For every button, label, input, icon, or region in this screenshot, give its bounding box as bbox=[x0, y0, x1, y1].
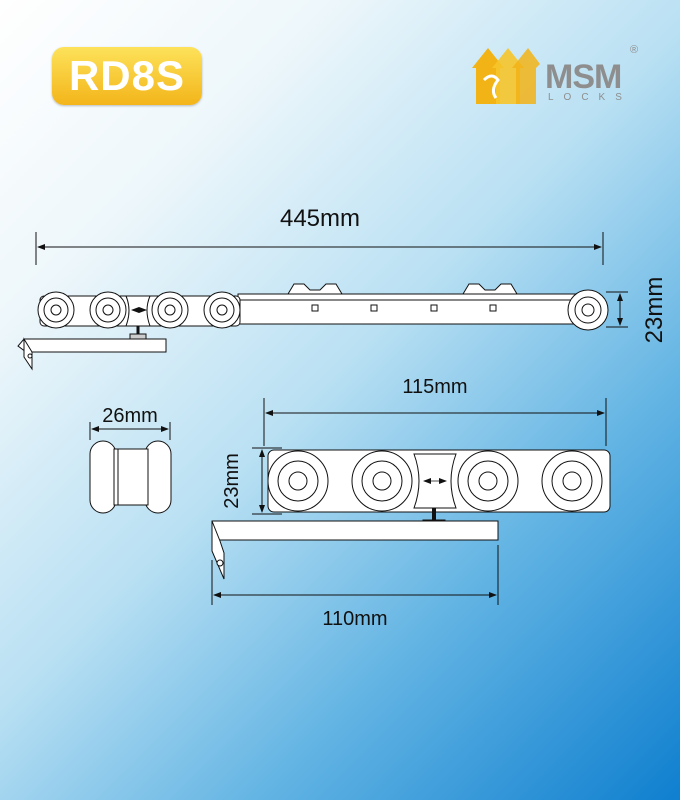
wheel-icon bbox=[151, 291, 189, 329]
wheel-icon bbox=[203, 291, 241, 329]
carriage-detail-view bbox=[211, 398, 611, 605]
brand-subtitle: LOCKS bbox=[548, 92, 632, 103]
wheel-icon bbox=[267, 450, 329, 512]
wheel-icon bbox=[89, 291, 127, 329]
wheel-icon bbox=[567, 289, 609, 331]
carriage-height-label: 23mm bbox=[221, 453, 243, 509]
wheel-icon bbox=[37, 291, 75, 329]
wheel-icon bbox=[351, 450, 413, 512]
width-label: 26mm bbox=[102, 405, 158, 427]
brand-logo-icon bbox=[472, 48, 540, 104]
registered-mark: ® bbox=[630, 44, 639, 56]
wheel-icon bbox=[541, 450, 603, 512]
model-badge: RD8S bbox=[52, 47, 202, 105]
model-label: RD8S bbox=[68, 52, 186, 99]
total-length-label: 445mm bbox=[280, 205, 360, 232]
side-height-label: 23mm bbox=[641, 277, 668, 344]
plate-length-label: 110mm bbox=[322, 608, 387, 630]
carriage-length-label: 115mm bbox=[402, 376, 467, 398]
wheel-icon bbox=[457, 450, 519, 512]
brand-name: MSM bbox=[545, 58, 622, 96]
wheel-width-view bbox=[89, 422, 172, 514]
rail-side-view bbox=[17, 232, 628, 371]
